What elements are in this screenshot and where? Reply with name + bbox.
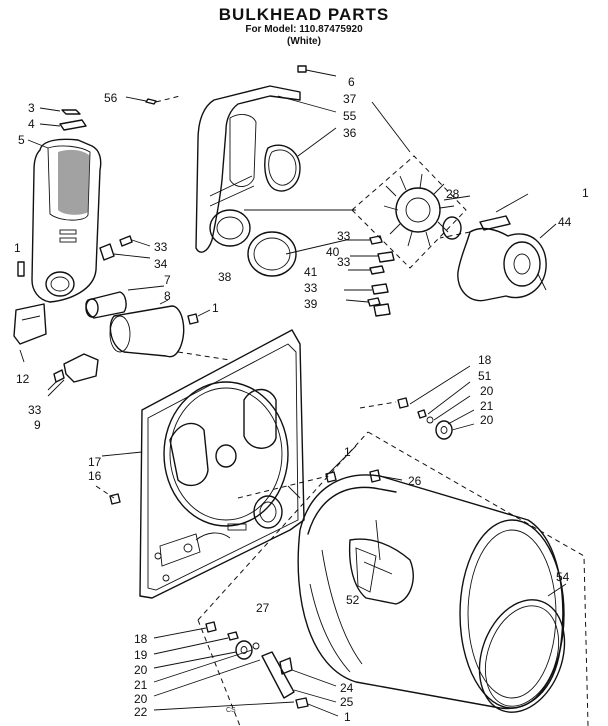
callout-1-drum: 1 [344,445,351,459]
callout-21-lower: 21 [134,678,148,692]
drum-roller-hardware-lower [153,621,339,717]
callout-20-upper-a: 20 [480,384,494,398]
callout-26: 26 [408,474,422,488]
callout-1-mid: 1 [212,301,219,315]
callout-4: 4 [28,117,35,131]
exhaust-tube-parts [85,285,231,361]
screw-part-6 [297,65,337,77]
callout-20-upper-b: 20 [480,413,494,427]
callout-34: 34 [154,257,168,271]
screw-and-clip-parts [27,107,87,149]
drum-roller-hardware-upper [359,365,475,440]
callout-9: 9 [34,418,41,432]
callout-36: 36 [343,126,357,140]
callout-18-lower: 18 [134,632,148,646]
callout-22: 22 [134,705,148,719]
drum-seal-part-54 [478,583,567,713]
callout-33-motor-c: 33 [304,281,318,295]
callout-24: 24 [340,681,354,695]
duct-seal-part-36 [264,144,301,192]
callout-19: 19 [134,648,148,662]
callout-27: 27 [256,601,270,615]
callout-8: 8 [164,289,171,303]
callout-18-upper: 18 [478,353,492,367]
callout-37: 37 [343,92,357,106]
footer-mark: CS [226,707,236,714]
callout-3: 3 [28,101,35,115]
front-duct-assembly [195,85,301,253]
bulkhead-panel-part-17 [139,329,305,599]
callout-52: 52 [346,593,360,607]
duct-cover-part [31,138,102,303]
callout-33-motor-b: 33 [337,255,351,269]
callout-5: 5 [18,133,25,147]
callout-44: 44 [558,215,572,229]
callout-33-motor-a: 33 [337,229,351,243]
callout-55: 55 [343,109,357,123]
callout-33-lower: 33 [28,403,42,417]
callout-40: 40 [326,245,340,259]
callout-54: 54 [556,570,570,584]
callout-1-bottom: 1 [344,710,351,724]
callout-20-lower-b: 20 [134,692,148,706]
callout-38: 38 [218,270,232,284]
callout-7: 7 [164,273,171,287]
blower-assembly [351,155,547,302]
callout-20-lower-a: 20 [134,663,148,677]
callout-56: 56 [104,91,118,105]
callout-25: 25 [340,695,354,709]
diagram-title: BULKHEAD PARTS [218,5,390,24]
part-56-fastener [125,95,181,105]
callout-28: 28 [446,187,460,201]
callout-1-left: 1 [14,241,21,255]
callout-41: 41 [304,265,318,279]
callout-17: 17 [88,455,102,469]
callout-39: 39 [304,297,318,311]
model-number: For Model: 110.87475920 [245,24,363,35]
callout-16: 16 [88,469,102,483]
callout-21-upper: 21 [480,399,494,413]
seal-part-38 [247,231,297,277]
callout-33-upper: 33 [154,240,168,254]
callout-51: 51 [478,369,492,383]
drum-part-27 [297,469,565,710]
callout-12: 12 [16,372,30,386]
motor-mount-hardware [99,235,395,317]
drum-outline-box [197,431,589,726]
callout-6: 6 [348,75,355,89]
callout-labels: 3 4 5 56 6 37 55 36 28 1 44 1 33 34 38 3… [14,75,589,724]
color-variant: (White) [287,36,321,47]
thermostat-bracket-parts [13,261,99,397]
callout-1-top-right: 1 [582,186,589,200]
